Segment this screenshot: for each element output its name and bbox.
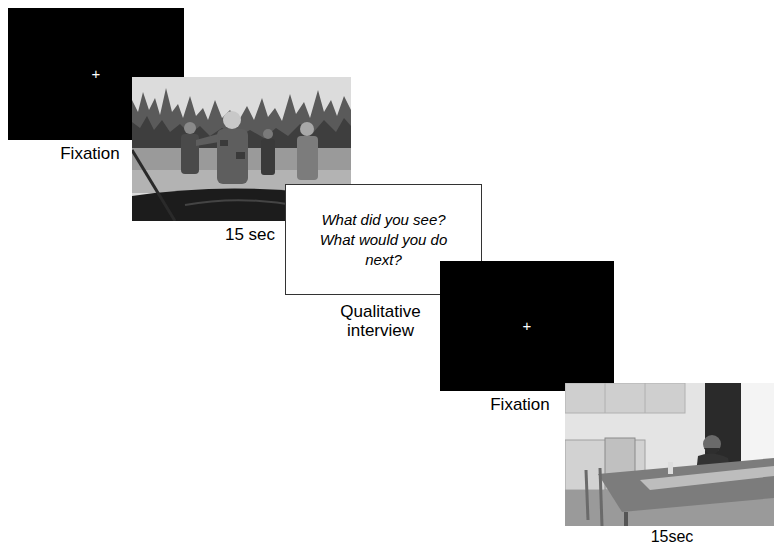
fixation-screen: +Fixation: [440, 261, 614, 391]
prompt-text: What did you see? What would you do next…: [308, 210, 460, 270]
panel-caption: Qualitative interview: [321, 302, 441, 340]
duration-label: 15sec: [651, 528, 694, 546]
duration-label: 15 sec: [225, 226, 275, 244]
fixation-screen: [440, 261, 614, 391]
fixation-cross: +: [452, 316, 602, 336]
fixation-cross: +: [21, 64, 171, 84]
fixation-screen: +Fixation: [8, 8, 184, 140]
scene-photo: [565, 383, 774, 526]
panel-caption: Fixation: [60, 144, 120, 163]
interview-card: What did you see? What would you do next…: [285, 184, 482, 295]
panel-caption: Fixation: [490, 395, 550, 414]
